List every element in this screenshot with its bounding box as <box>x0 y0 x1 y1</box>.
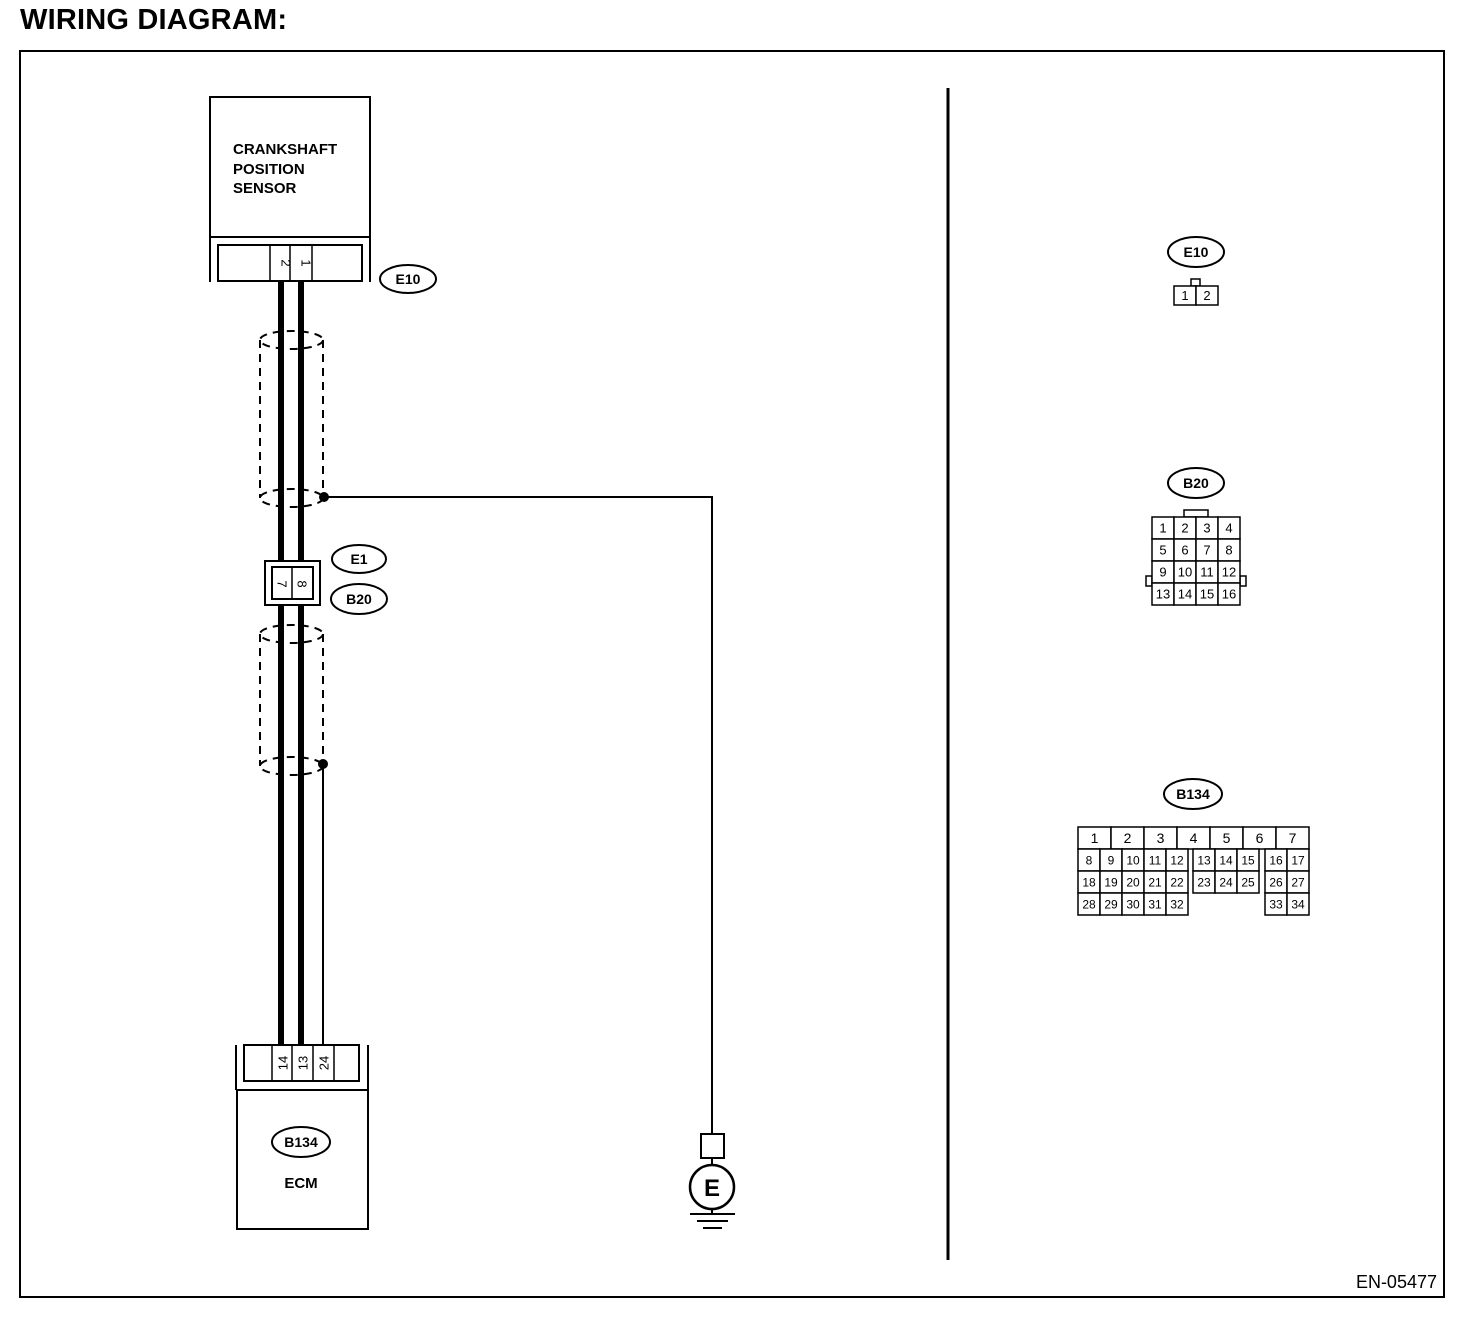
pin-cell <box>1286 892 1310 916</box>
figure-code: EN-05477 <box>1356 1272 1437 1292</box>
pin-number: 13 <box>1156 587 1170 602</box>
connector-view-e10-tag: E10 <box>1184 244 1209 260</box>
pin-number: 12 <box>1170 853 1184 867</box>
pin-number: 14 <box>1178 587 1192 602</box>
sensor-name-line-1: CRANKSHAFT <box>233 141 337 158</box>
shield-lower <box>259 624 324 776</box>
sensor-name-line-3: SENSOR <box>233 180 297 197</box>
pin-number: 29 <box>1104 897 1118 911</box>
shield-upper <box>259 330 324 508</box>
pin-number: 21 <box>1148 875 1162 889</box>
pin-number: 14 <box>1219 853 1233 867</box>
pin-number: 7 <box>1289 830 1297 846</box>
pin-number: 18 <box>1082 875 1096 889</box>
joint-pin-7: 7 <box>275 580 290 587</box>
pin-number: 27 <box>1291 875 1305 889</box>
pin-number: 1 <box>1159 521 1166 536</box>
pin-number: 8 <box>1225 543 1232 558</box>
ecm-unit: 14 13 24 B134 ECM <box>235 1044 369 1230</box>
pin-number: 17 <box>1291 853 1305 867</box>
sensor-pin-1: 1 <box>299 259 314 266</box>
pin-number: 28 <box>1082 897 1096 911</box>
pin-number: 20 <box>1126 875 1140 889</box>
pin-number: 34 <box>1291 897 1305 911</box>
pin-cell <box>1195 285 1219 306</box>
pin-number: 25 <box>1241 875 1255 889</box>
connector-tag-e10-text: E10 <box>396 271 421 287</box>
pin-number: 11 <box>1200 565 1214 580</box>
pin-number: 2 <box>1203 288 1210 303</box>
pin-number: 10 <box>1126 853 1140 867</box>
pin-number: 3 <box>1157 830 1165 846</box>
pin-number: 31 <box>1148 897 1162 911</box>
pin-cell <box>1217 582 1241 606</box>
pin-number: 8 <box>1086 853 1093 867</box>
pin-number: 33 <box>1269 897 1283 911</box>
sensor-name-line-2: POSITION <box>233 161 305 178</box>
pin-cell <box>1236 870 1260 894</box>
sensor-pin-2: 2 <box>279 259 294 266</box>
pin-number: 16 <box>1222 587 1236 602</box>
pin-number: 2 <box>1181 521 1188 536</box>
connector-view-b20-tag: B20 <box>1183 475 1209 491</box>
pin-number: 22 <box>1170 875 1184 889</box>
pin-number: 30 <box>1126 897 1140 911</box>
diagram-frame <box>19 50 1445 1298</box>
pin-number: 26 <box>1269 875 1283 889</box>
pin-number: 19 <box>1104 875 1118 889</box>
shield-lower-junction <box>318 759 328 769</box>
pin-number: 15 <box>1241 853 1255 867</box>
connector-tag-e1-text: E1 <box>350 551 367 567</box>
page-title: WIRING DIAGRAM: <box>20 4 288 36</box>
connector-tag-e1: E1 <box>331 544 387 574</box>
pin-number: 5 <box>1223 830 1231 846</box>
pin-number: 9 <box>1159 565 1166 580</box>
pin-number: 2 <box>1124 830 1132 846</box>
ecm-pin-14: 14 <box>276 1056 291 1070</box>
ecm-tag-b134: B134 <box>284 1134 318 1150</box>
pin-number: 4 <box>1190 830 1198 846</box>
pin-number: 10 <box>1178 565 1192 580</box>
ground-wire <box>324 496 713 1134</box>
connector-view-b134-tag: B134 <box>1176 786 1210 802</box>
pin-number: 12 <box>1222 565 1236 580</box>
pin-number: 13 <box>1197 853 1211 867</box>
pin-number: 16 <box>1269 853 1283 867</box>
pin-number: 15 <box>1200 587 1214 602</box>
pin-number: 1 <box>1091 830 1099 846</box>
crankshaft-position-sensor: CRANKSHAFT POSITION SENSOR 2 1 <box>209 96 371 282</box>
connector-tag-e10: E10 <box>379 264 437 294</box>
ecm-pin-24: 24 <box>317 1056 332 1070</box>
pin-number: 4 <box>1225 521 1232 536</box>
ecm-pin-13: 13 <box>296 1056 311 1070</box>
pin-number: 3 <box>1203 521 1210 536</box>
pin-number: 5 <box>1159 543 1166 558</box>
pin-number: 11 <box>1149 853 1162 867</box>
pin-number: 24 <box>1219 875 1233 889</box>
pin-number: 23 <box>1197 875 1211 889</box>
pin-cell <box>1165 892 1189 916</box>
pin-number: 9 <box>1108 853 1115 867</box>
ecm-name: ECM <box>284 1175 317 1192</box>
joint-connector: 7 8 <box>264 560 321 606</box>
connector-tag-b20: B20 <box>330 583 388 615</box>
pin-number: 1 <box>1181 288 1188 303</box>
connector-tag-b20-text: B20 <box>346 591 372 607</box>
pin-number: 6 <box>1256 830 1264 846</box>
pin-number: 6 <box>1181 543 1188 558</box>
ground-label: E <box>704 1175 720 1202</box>
pin-number: 7 <box>1203 543 1210 558</box>
wire-harness <box>278 282 324 1045</box>
pin-number: 32 <box>1170 897 1184 911</box>
ground-symbol: E <box>688 1133 736 1229</box>
joint-pin-8: 8 <box>295 580 310 587</box>
